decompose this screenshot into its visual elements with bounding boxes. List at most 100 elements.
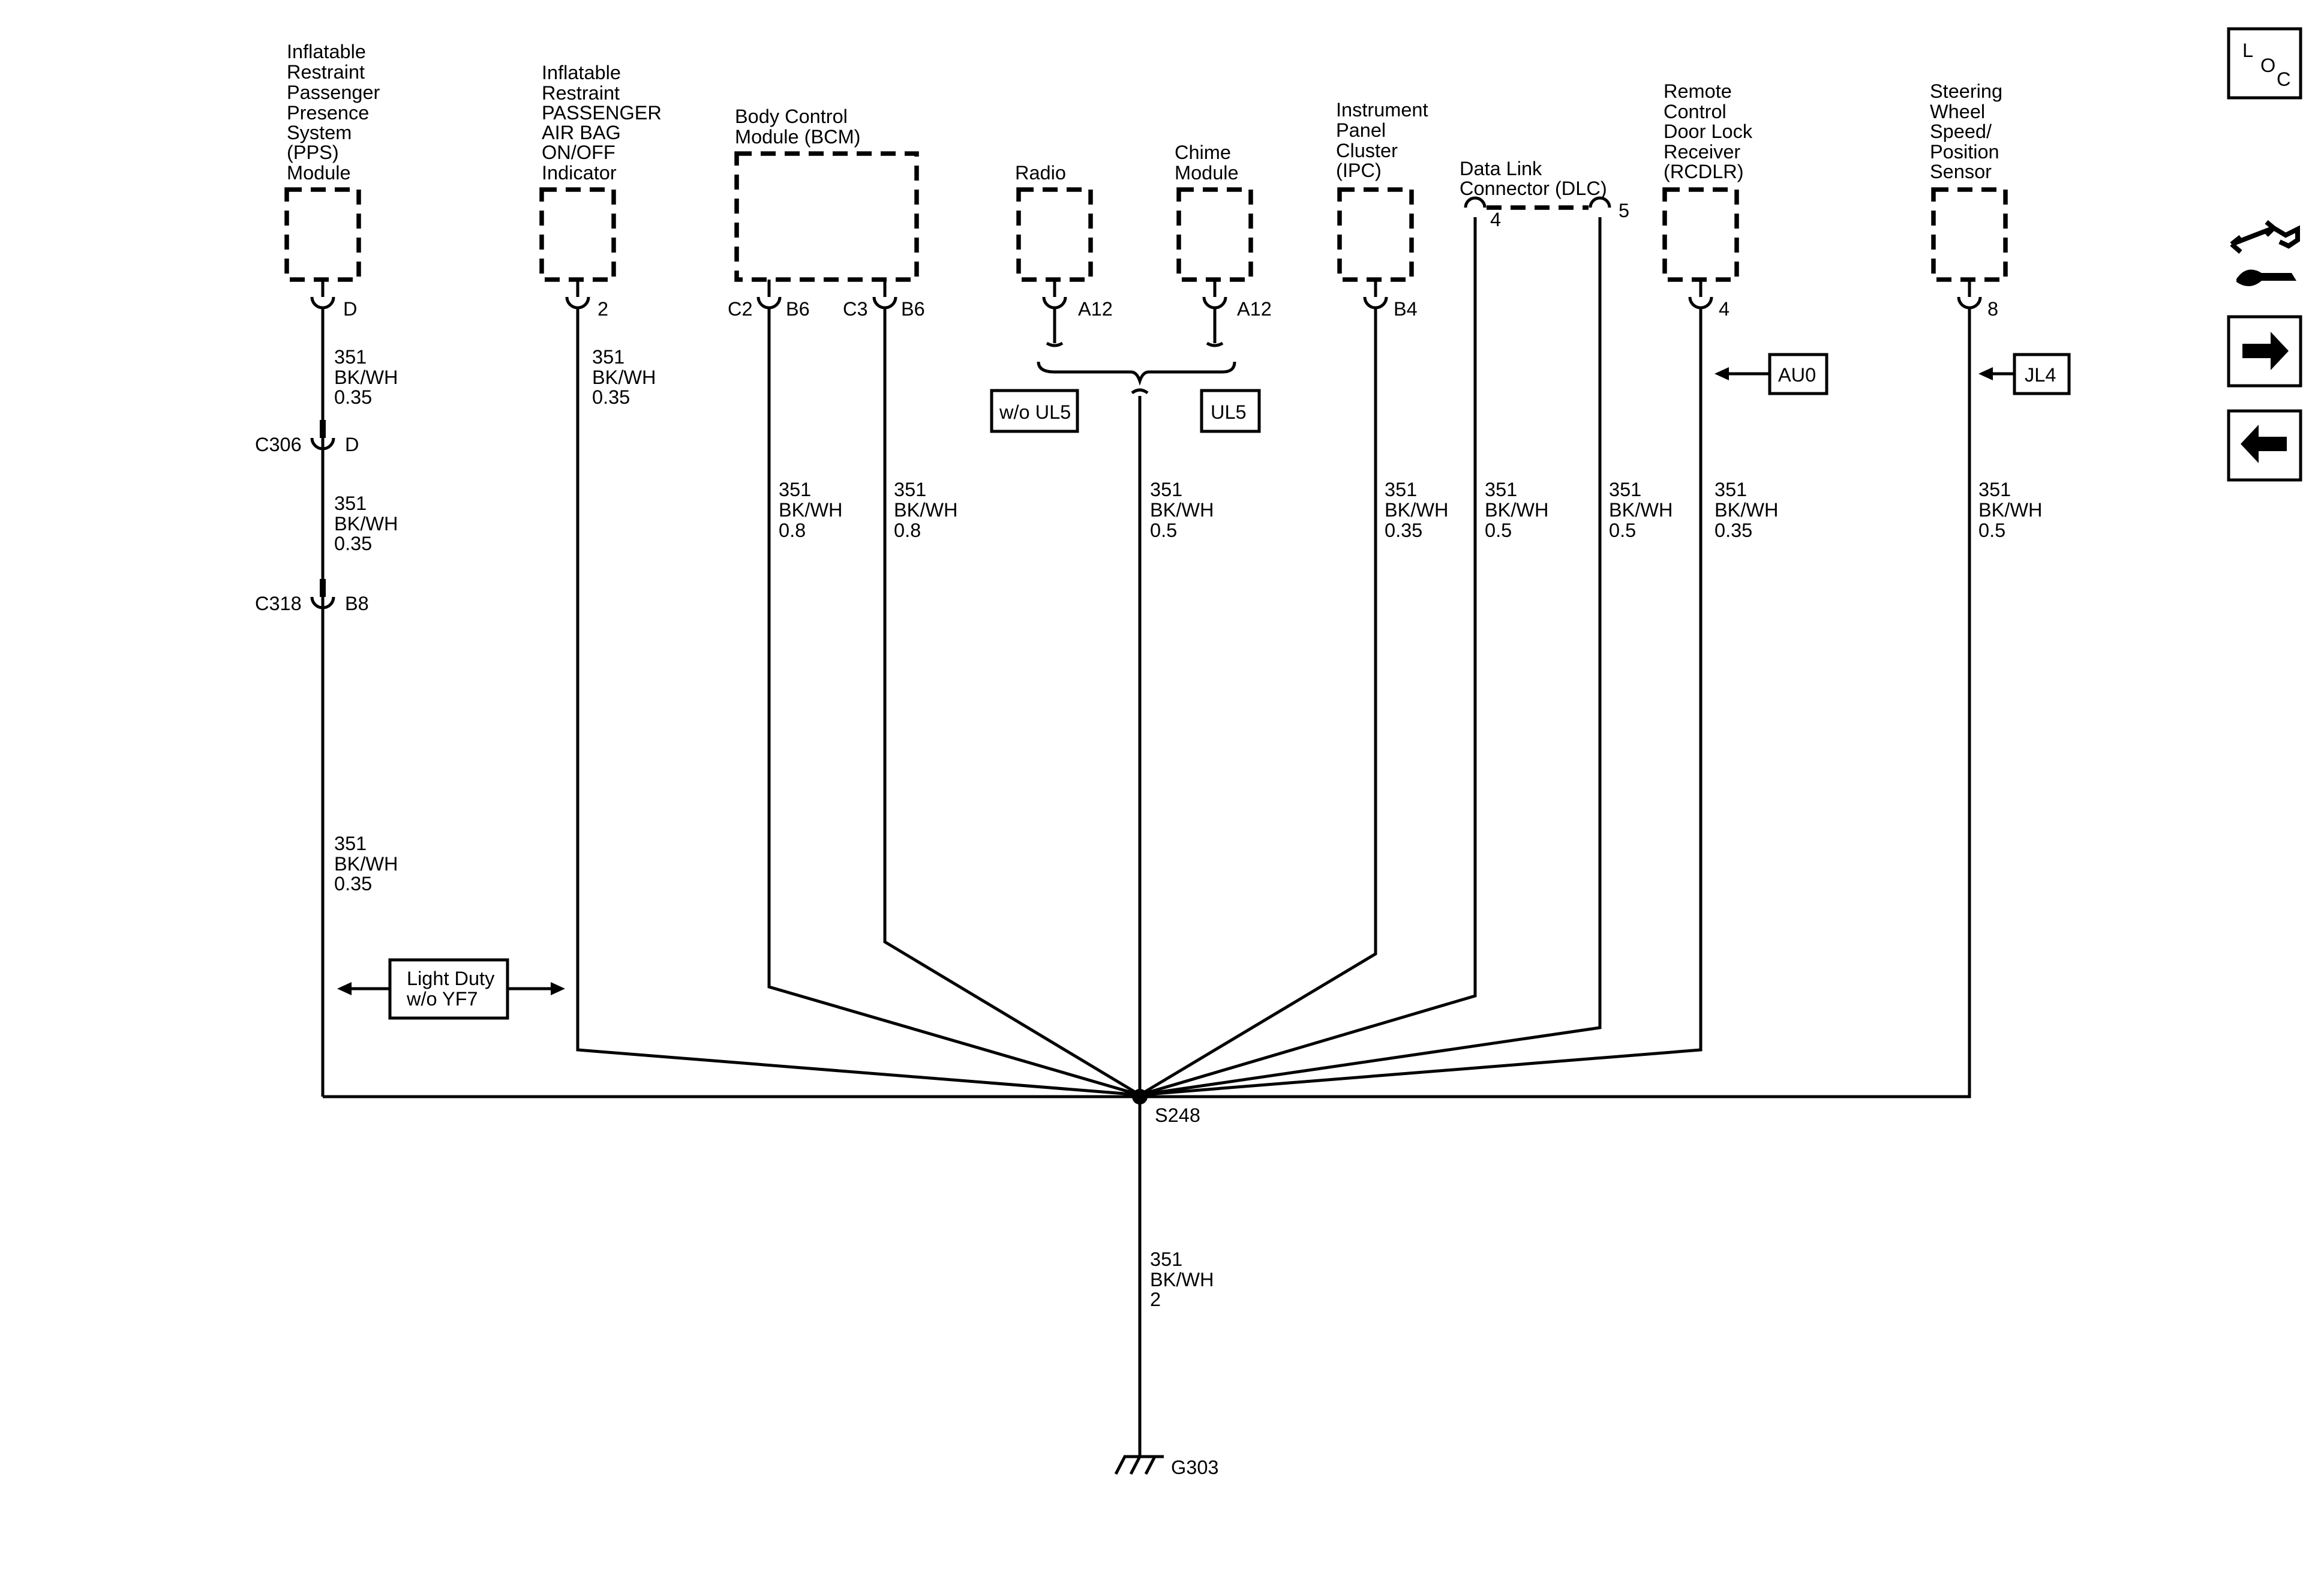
terminal-airbag xyxy=(565,280,590,310)
wire-dlc-4 xyxy=(1139,217,1477,1097)
option-brace xyxy=(1037,361,1236,386)
wire-label-pps-3: 351 BK/WH 0.35 xyxy=(334,833,404,894)
svg-text:AU0: AU0 xyxy=(1778,364,1816,386)
chime-break xyxy=(1206,341,1224,347)
wire-ipc xyxy=(1139,308,1377,1097)
wire-label-bcm-c2: 351 BK/WH 0.8 xyxy=(779,479,848,541)
connector-c306 xyxy=(320,420,326,438)
pin-airbag: 2 xyxy=(597,298,608,320)
terminal-pps xyxy=(310,280,335,310)
svg-text:w/o UL5: w/o UL5 xyxy=(999,401,1071,423)
c318-pin: B8 xyxy=(345,593,369,614)
loc-button[interactable]: L O C xyxy=(2227,27,2302,100)
wire-label-pps-2: 351 BK/WH 0.35 xyxy=(334,493,404,554)
wire-label-airbag: 351 BK/WH 0.35 xyxy=(592,346,662,408)
terminal-dlc-5 xyxy=(1589,196,1611,208)
option-au0: AU0 xyxy=(1768,353,1828,395)
ground-label: G303 xyxy=(1171,1457,1219,1478)
connector-c318 xyxy=(320,579,326,597)
wire-label-ipc: 351 BK/WH 0.35 xyxy=(1385,479,1454,541)
wire-label-dlc-4: 351 BK/WH 0.5 xyxy=(1485,479,1554,541)
svg-text:C: C xyxy=(2277,68,2290,90)
bcm-box xyxy=(734,151,919,282)
pin-ipc: B4 xyxy=(1394,298,1418,320)
wire-label-steering: 351 BK/WH 0.5 xyxy=(1978,479,2048,541)
au0-arrow-head xyxy=(1715,367,1729,380)
previous-page-button[interactable] xyxy=(2227,409,2302,482)
splice-s248 xyxy=(1132,1089,1148,1104)
pin-pps: D xyxy=(343,298,357,320)
wire-label-ground: 351 BK/WH 2 xyxy=(1150,1248,1220,1310)
pin-chime: A12 xyxy=(1237,298,1272,320)
wire-bcm-c2 xyxy=(767,308,1140,1097)
pin-radio: A12 xyxy=(1078,298,1113,320)
steering-sensor-label: Steering Wheel Speed/ Position Sensor xyxy=(1930,80,2008,182)
c318-label: C318 xyxy=(255,593,302,614)
bcm-label: Body Control Module (BCM) xyxy=(735,106,861,148)
steering-sensor-box xyxy=(1931,187,2008,282)
wire-label-rcdlr: 351 BK/WH 0.35 xyxy=(1715,479,1784,541)
terminal-chime xyxy=(1202,280,1227,310)
terminal-radio xyxy=(1042,280,1067,310)
pin-dlc-5: 5 xyxy=(1619,200,1629,221)
bcm-c3-connector: C3 xyxy=(843,298,868,320)
jl4-arrow-head xyxy=(1978,367,1993,380)
option-wo-ul5: w/o UL5 xyxy=(990,389,1079,433)
svg-text:L: L xyxy=(2242,40,2253,61)
pps-module-label: Inflatable Restraint Passenger Presence … xyxy=(287,41,385,184)
wire-steering xyxy=(1140,308,1971,1098)
ipc-box xyxy=(1337,187,1414,282)
option-jl4: JL4 xyxy=(2013,353,2071,395)
ipc-label: Instrument Panel Cluster (IPC) xyxy=(1336,99,1434,181)
wire-label-radio-chime: 351 BK/WH 0.5 xyxy=(1150,479,1220,541)
radio-label: Radio xyxy=(1015,162,1066,184)
ground-symbol xyxy=(1114,1455,1164,1475)
wire-bcm-c3 xyxy=(883,308,1141,1097)
wire-label-dlc-5: 351 BK/WH 0.5 xyxy=(1609,479,1679,541)
svg-text:Light Duty w/o YF7: Light Duty w/o YF7 xyxy=(406,968,500,1010)
wire-airbag xyxy=(576,308,1140,1097)
airbag-indicator-box xyxy=(539,187,616,282)
splice-label: S248 xyxy=(1155,1104,1200,1126)
wire-label-bcm-c3: 351 BK/WH 0.8 xyxy=(894,479,963,541)
connector-c318-cup xyxy=(310,596,335,610)
option-light-duty: Light Duty w/o YF7 xyxy=(388,958,509,1020)
rcdlr-label: Remote Control Door Lock Receiver (RCDLR… xyxy=(1664,80,1758,182)
svg-text:O: O xyxy=(2260,55,2275,76)
radio-chime-break xyxy=(1131,388,1149,395)
pin-bcm-c2: B6 xyxy=(786,298,810,320)
svg-text:JL4: JL4 xyxy=(2025,364,2056,386)
terminal-rcdlr xyxy=(1688,280,1713,310)
connector-view-icon[interactable] xyxy=(2230,220,2300,287)
airbag-indicator-label: Inflatable Restraint PASSENGER AIR BAG O… xyxy=(542,62,667,184)
c306-pin: D xyxy=(345,434,359,455)
c306-label: C306 xyxy=(255,434,302,455)
pin-rcdlr: 4 xyxy=(1719,298,1730,320)
pin-bcm-c3: B6 xyxy=(901,298,925,320)
next-page-button[interactable] xyxy=(2227,315,2302,388)
chime-module-box xyxy=(1176,187,1253,282)
bcm-c2-connector: C2 xyxy=(728,298,753,320)
wire-dlc-5 xyxy=(1139,217,1602,1097)
dlc-label: Data Link Connector (DLC) xyxy=(1460,158,1607,199)
wire-label-pps-1: 351 BK/WH 0.35 xyxy=(334,346,404,408)
pin-steering: 8 xyxy=(1987,298,1998,320)
pps-module-box xyxy=(284,187,361,282)
connector-c306-cup xyxy=(310,437,335,451)
terminal-steering xyxy=(1957,280,1982,310)
radio-box xyxy=(1016,187,1093,282)
pin-dlc-4: 4 xyxy=(1490,209,1501,230)
terminal-bcm-c2 xyxy=(756,280,782,310)
wire-rcdlr xyxy=(1139,308,1703,1097)
terminal-bcm-c3 xyxy=(872,280,897,310)
terminal-dlc-4 xyxy=(1464,196,1487,208)
light-duty-arrow-right-head xyxy=(551,982,565,995)
rcdlr-box xyxy=(1662,187,1739,282)
chime-module-label: Chime Module xyxy=(1175,142,1239,184)
light-duty-arrow-left-head xyxy=(337,982,352,995)
terminal-ipc xyxy=(1363,280,1388,310)
radio-break xyxy=(1046,341,1064,347)
svg-text:UL5: UL5 xyxy=(1211,401,1247,423)
option-ul5: UL5 xyxy=(1200,389,1261,433)
